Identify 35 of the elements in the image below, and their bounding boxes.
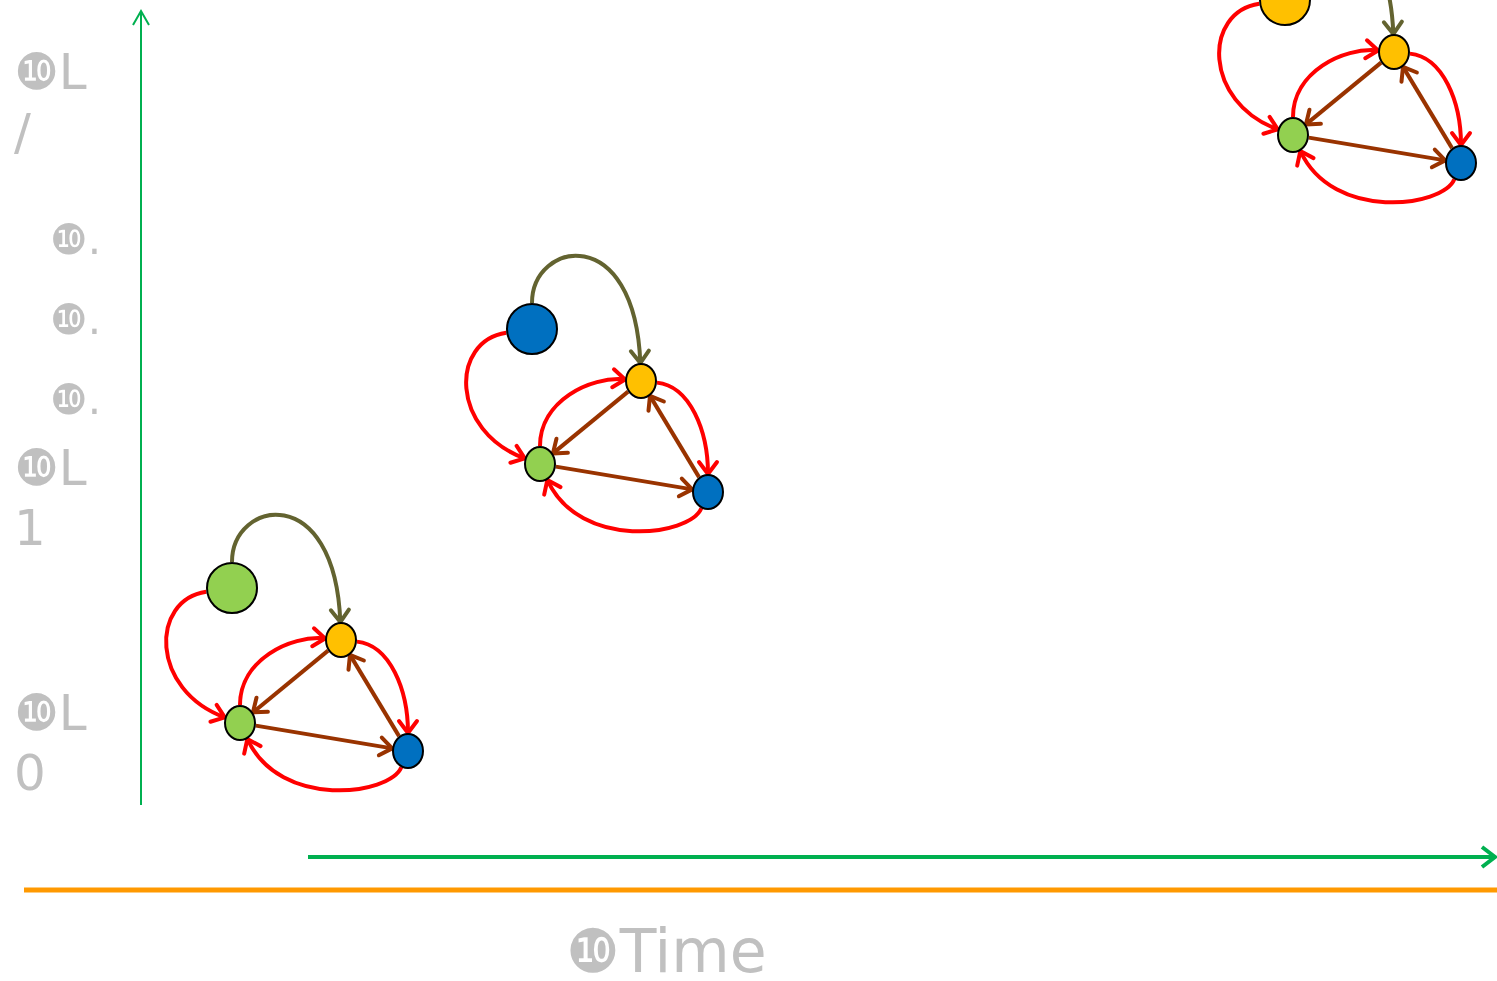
circle-node bbox=[625, 363, 657, 399]
circle-node bbox=[506, 303, 558, 355]
axis-label: ❿Time bbox=[566, 915, 768, 981]
circle-node bbox=[224, 705, 256, 741]
arrow bbox=[346, 652, 401, 738]
axis-tick-label: ❿L 1 bbox=[14, 438, 88, 558]
arrow bbox=[1217, 1, 1280, 135]
axis-tick-label: ❿L / bbox=[14, 42, 88, 162]
axis-tick-label: ❿. bbox=[50, 295, 102, 346]
arrow bbox=[1296, 149, 1456, 205]
circle-node bbox=[692, 474, 724, 510]
circle-node bbox=[524, 446, 556, 482]
circle-node bbox=[392, 733, 424, 769]
axis-tick-label: ❿. bbox=[50, 215, 102, 266]
circle-node bbox=[325, 622, 357, 658]
arrow bbox=[543, 478, 703, 534]
arrow bbox=[656, 380, 719, 476]
circle-node bbox=[1445, 145, 1477, 181]
arrow bbox=[356, 639, 419, 735]
arrow bbox=[464, 330, 527, 464]
arrow bbox=[250, 649, 330, 715]
arrow bbox=[164, 589, 227, 723]
circle-node bbox=[206, 562, 258, 614]
arrow bbox=[646, 393, 701, 479]
arrow bbox=[243, 737, 403, 793]
circle-node bbox=[1277, 117, 1309, 153]
arrow bbox=[1303, 61, 1383, 127]
arrow bbox=[530, 254, 651, 365]
arrow bbox=[230, 513, 351, 624]
axis-tick-label: ❿L 0 bbox=[14, 683, 88, 803]
arrow bbox=[1409, 51, 1472, 147]
circle-node bbox=[1378, 34, 1410, 70]
arrow bbox=[550, 390, 630, 456]
axis-tick-label: ❿. bbox=[50, 375, 102, 426]
arrow bbox=[1399, 64, 1454, 150]
